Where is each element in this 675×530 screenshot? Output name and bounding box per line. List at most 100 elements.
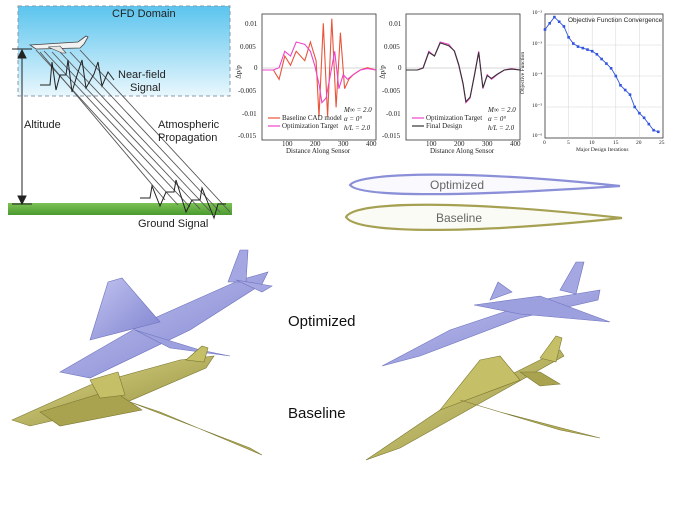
near-field-label-1: Near-field [118,69,166,81]
plot1-ytick: 0 [254,64,258,72]
ground-strip [8,203,232,215]
plot2-legend-2: Final Design [426,122,462,130]
plot1-xtick: 300 [338,140,349,148]
data-point [548,22,551,25]
plot2-condition-3: h/L = 2.0 [488,124,515,132]
data-point [586,48,589,51]
plot2-xtick: 300 [482,140,493,148]
ground-signal-label: Ground Signal [138,218,209,230]
right-optimized-aircraft [381,261,611,367]
data-point [614,74,618,78]
data-point [628,93,632,96]
plot1-ytick: -0.01 [242,110,257,118]
data-point [638,111,641,115]
plot1-ytick: 0.01 [245,20,258,28]
data-point [572,42,575,45]
data-point [605,62,608,65]
data-point [657,130,660,134]
plot1-legend-2: Optimization Target [282,122,339,130]
plot2-xlabel: Distance Along Sensor [430,147,495,155]
data-point [647,122,651,126]
optimized-airfoil [348,173,621,196]
plot2-xtick: 200 [454,140,465,148]
data-point [642,116,646,120]
airfoil-baseline-label: Baseline [436,211,483,225]
left-baseline-aircraft [11,345,263,456]
data-point [633,105,636,109]
plot3-xlabel: Major Design Iterations [576,147,629,153]
plot1-xtick: 200 [310,140,321,148]
plot2-condition-2: α = 0° [488,115,507,123]
plot2-ytick: 0 [398,64,402,72]
series-line-final-design [406,42,521,103]
cfd-domain-label: CFD Domain [112,8,176,20]
plot3-grid [545,14,663,138]
plot1-ytick: 0.005 [240,43,256,51]
right-baseline-aircraft [365,335,601,461]
plot2-ytick: -0.01 [386,110,401,118]
plot1-legend-1: Baseline CAD model [282,114,342,122]
plot2-xtick: 100 [426,140,437,148]
data-point [590,49,594,53]
baseline-airfoil [344,203,623,231]
plot1-ytick: -0.015 [238,132,257,140]
data-point [576,45,580,48]
plot3-xtick: 25 [659,140,665,146]
plot2-ytick: -0.005 [382,87,401,95]
data-point [619,84,622,87]
plot2-ytick: -0.015 [382,132,401,140]
plot1-xlabel: Distance Along Sensor [286,147,351,155]
near-field-wave [40,59,115,93]
data-point [623,88,627,92]
plot1-xtick: 400 [366,140,377,148]
plot2-ytick: 0.005 [384,43,400,51]
atmospheric-label-1: Atmospheric [158,119,220,131]
data-point [557,20,561,23]
plot2-ytick: 0.01 [389,20,402,28]
ground-wave [140,179,226,220]
plot3-xtick: 5 [567,140,570,146]
plot1-condition-1: M∞ = 2.0 [344,106,372,114]
series-line-optimization-target [262,41,377,104]
plot2-frame [405,13,521,141]
data-point [595,53,599,56]
altitude-arrow [12,48,32,206]
data-point [609,67,613,70]
near-field-label-2: Signal [130,82,161,94]
plot1-frame [261,13,377,141]
altitude-label: Altitude [24,119,61,131]
data-point [562,25,566,28]
plot3-xtick: 0 [543,140,546,146]
plot3-xtick: 15 [613,140,619,146]
data-point [581,46,585,50]
plot3-ytick: 10⁻⁶ [532,133,543,139]
plot3-ytick: 10⁻⁴ [532,72,543,78]
plot1-condition-3: h/L = 2.0 [344,124,371,132]
plot3-title: Objective Function Convergence [568,17,663,24]
plot1-condition-2: α = 0° [344,115,363,123]
airfoil-optimized-label: Optimized [430,178,485,192]
data-point [600,57,603,61]
plot2-xtick: 400 [510,140,521,148]
plot3-xtick: 20 [636,140,642,146]
data-point [543,28,547,31]
aircraft-optimized-label: Optimized [288,313,356,330]
aircraft-baseline-label: Baseline [288,405,346,422]
data-point [553,15,556,19]
cfd-domain-box [17,5,231,97]
plot3-ytick: 10⁻³ [532,41,543,47]
plot1-xtick: 100 [282,140,293,148]
atmospheric-label-2: Propagation [158,132,218,144]
plot2-legend-1: Optimization Target [426,114,483,122]
data-point [567,36,570,39]
data-point [652,128,655,132]
left-optimized-aircraft [59,249,273,379]
plot3-ytick: 10⁻² [532,10,543,16]
plot3-xtick: 10 [589,140,595,146]
